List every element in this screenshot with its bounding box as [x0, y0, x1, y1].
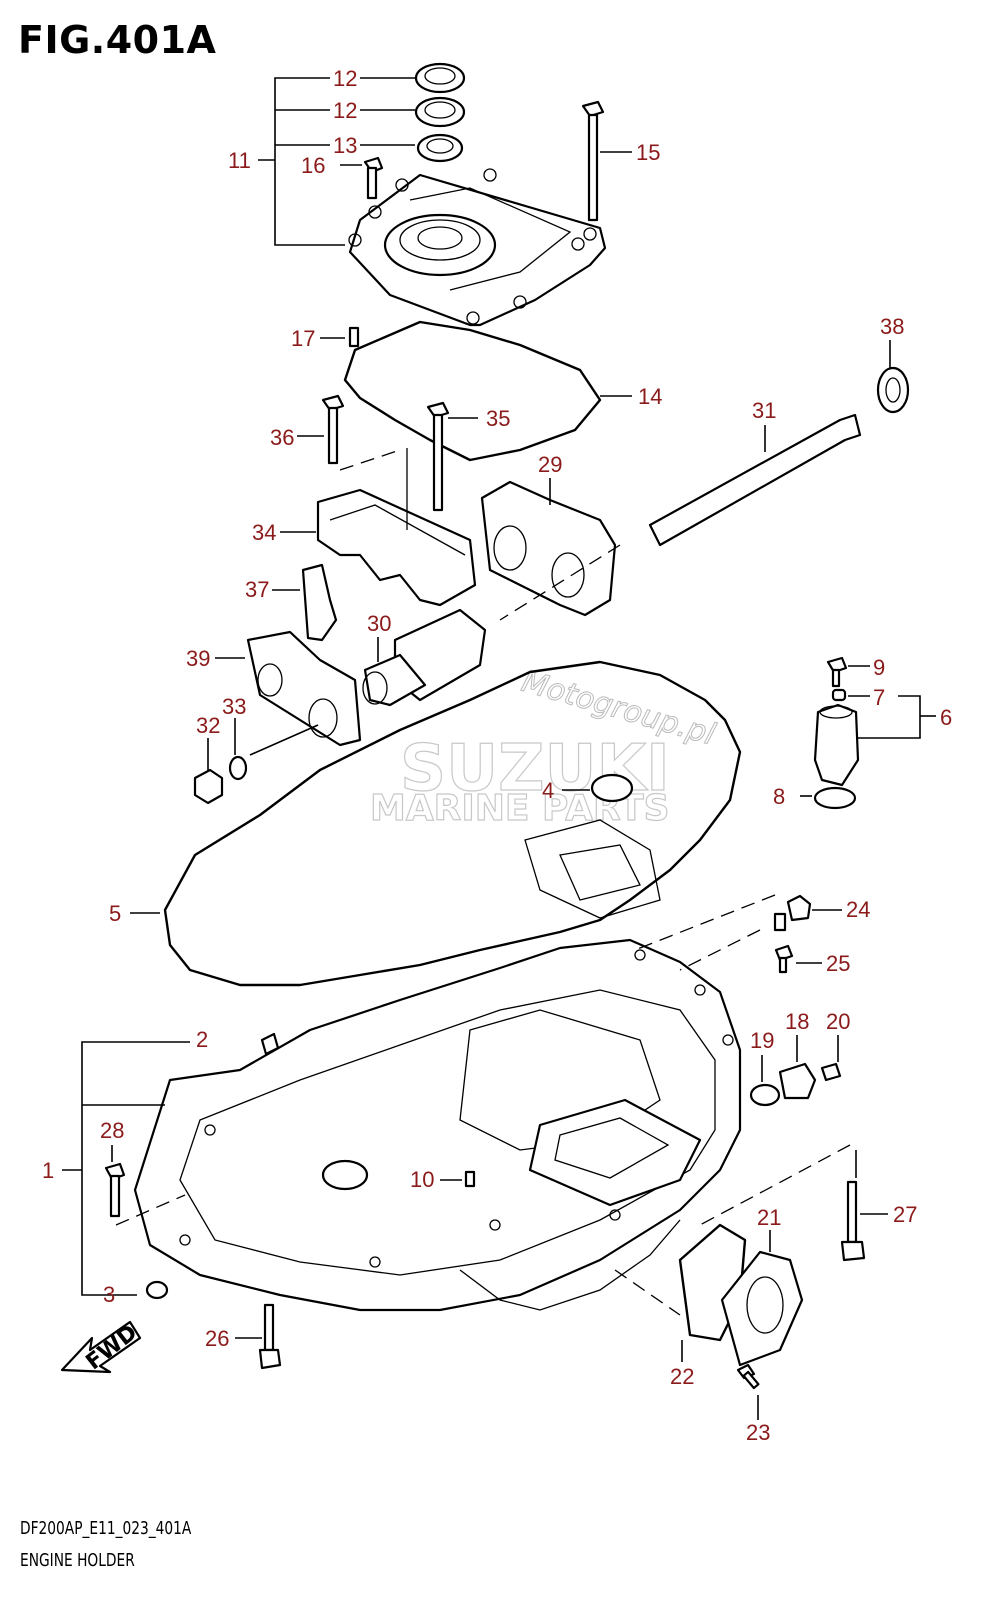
part-30-mount [362, 608, 487, 707]
callout-28: 28 [100, 1118, 124, 1143]
callout-33: 33 [222, 694, 246, 719]
callout-2: 2 [196, 1027, 208, 1052]
part-6-fitting-assembly [800, 656, 936, 810]
figure-name: ENGINE HOLDER [20, 1550, 135, 1571]
callout-4: 4 [542, 778, 554, 803]
parts-2-3-plugs [145, 1032, 280, 1300]
callout-30: 30 [367, 611, 391, 636]
callout-27: 27 [893, 1202, 917, 1227]
callout-23: 23 [746, 1420, 770, 1445]
callout-24: 24 [846, 897, 870, 922]
callout-35: 35 [486, 406, 510, 431]
callout-17: 17 [291, 326, 315, 351]
callout-1: 1 [42, 1158, 54, 1183]
part-31-shaft [499, 413, 862, 621]
part-39-bracket [215, 630, 362, 756]
callout-32: 32 [196, 713, 220, 738]
callout-8: 8 [773, 784, 785, 809]
part-1-oil-pan [62, 938, 742, 1312]
fwd-arrow-icon: FWD [60, 1320, 143, 1375]
callout-22: 22 [670, 1364, 694, 1389]
callout-10: 10 [410, 1167, 434, 1192]
callout-labels: 12 12 13 11 16 15 17 38 14 31 36 35 29 3… [42, 66, 952, 1445]
callout-36: 36 [270, 425, 294, 450]
callout-5: 5 [109, 901, 121, 926]
part-38-washer [876, 340, 910, 414]
part-10-pin [440, 1170, 476, 1188]
part-11-cover-assembly [258, 62, 632, 327]
callout-25: 25 [826, 951, 850, 976]
fwd-label: FWD [82, 1320, 143, 1375]
callout-9: 9 [873, 655, 885, 680]
callout-37: 37 [245, 577, 269, 602]
callout-19: 19 [750, 1028, 774, 1053]
callout-16: 16 [301, 153, 325, 178]
callout-7: 7 [873, 685, 885, 710]
callout-21: 21 [757, 1205, 781, 1230]
callout-13: 13 [333, 133, 357, 158]
part-14-gasket [320, 320, 632, 462]
parts-21-22-23-plate [614, 1144, 851, 1420]
callout-18: 18 [785, 1009, 809, 1034]
callout-12b: 12 [333, 98, 357, 123]
callout-15: 15 [636, 140, 660, 165]
callout-6: 6 [940, 705, 952, 730]
part-4-oring [562, 773, 634, 803]
callout-26: 26 [205, 1326, 229, 1351]
part-5-gasket [130, 660, 742, 987]
callout-34: 34 [252, 520, 276, 545]
part-29-bracket [480, 478, 617, 617]
parts-26-27-bolts [235, 1150, 888, 1370]
parts-32-33-nut-washer [193, 718, 248, 805]
figure-code: DF200AP_E11_023_401A [20, 1518, 192, 1539]
part-37-clip [272, 563, 338, 642]
watermark-line1: SUZUKI [400, 732, 670, 806]
figure-title: FIG.401A [18, 18, 217, 62]
parts-18-19-20-cover [749, 1035, 842, 1107]
callout-12a: 12 [333, 66, 357, 91]
callout-3: 3 [103, 1282, 115, 1307]
callout-31: 31 [752, 398, 776, 423]
callout-39: 39 [186, 646, 210, 671]
callout-20: 20 [826, 1009, 850, 1034]
callout-14: 14 [638, 384, 662, 409]
part-34-holder [280, 448, 477, 607]
callout-29: 29 [538, 452, 562, 477]
part-28-bolt [104, 1145, 186, 1226]
callout-38: 38 [880, 314, 904, 339]
callout-11: 11 [228, 148, 251, 173]
bolts-35-36 [297, 394, 478, 512]
parts-24-25-sensor [634, 894, 842, 974]
